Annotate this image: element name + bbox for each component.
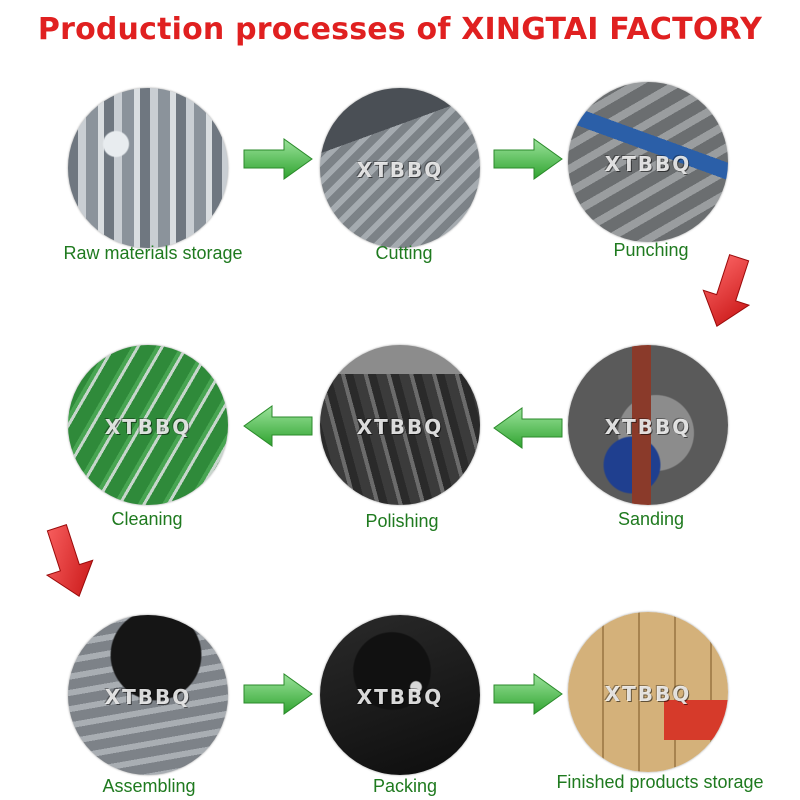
step-label-cleaning: Cleaning [111, 509, 183, 529]
green-arrow-right-icon [243, 673, 313, 715]
cutting-photo: XTBBQ [320, 88, 480, 248]
watermark: XTBBQ [104, 415, 192, 439]
page-title: Production processes of XINGTAI FACTORY [37, 12, 763, 47]
raw-materials-storage-photo: XTBBQ [68, 88, 228, 248]
step-label-finished-products-storage: Finished products storage [556, 772, 764, 792]
step-label-assembling: Assembling [102, 776, 196, 796]
watermark: XTBBQ [356, 415, 444, 439]
watermark: XTBBQ [604, 415, 692, 439]
green-arrow-right-icon [243, 138, 313, 180]
watermark: XTBBQ [604, 152, 692, 176]
red-arrow-down-icon [702, 254, 751, 327]
green-arrow-left-icon [243, 405, 313, 447]
watermark: XTBBQ [104, 685, 192, 709]
step-label-polishing: Polishing [365, 511, 439, 531]
packing-photo: XTBBQ [320, 615, 480, 775]
green-arrow-right-icon [493, 138, 563, 180]
green-arrow-right-icon [493, 673, 563, 715]
step-label-packing: Packing [372, 776, 438, 796]
watermark: XTBBQ [604, 682, 692, 706]
polishing-photo: XTBBQ [320, 345, 480, 505]
assembling-photo: XTBBQ [68, 615, 228, 775]
step-label-cutting: Cutting [375, 243, 433, 263]
green-arrow-left-icon [493, 407, 563, 449]
watermark: XTBBQ [356, 685, 444, 709]
finished-products-storage-photo: XTBBQ [568, 612, 728, 772]
step-label-raw-materials-storage: Raw materials storage [63, 243, 243, 263]
step-label-punching: Punching [613, 240, 689, 260]
punching-photo: XTBBQ [568, 82, 728, 242]
red-arrow-down-icon [45, 524, 94, 597]
cleaning-photo: XTBBQ [68, 345, 228, 505]
sanding-photo: XTBBQ [568, 345, 728, 505]
watermark: XTBBQ [356, 158, 444, 182]
step-label-sanding: Sanding [617, 509, 685, 529]
